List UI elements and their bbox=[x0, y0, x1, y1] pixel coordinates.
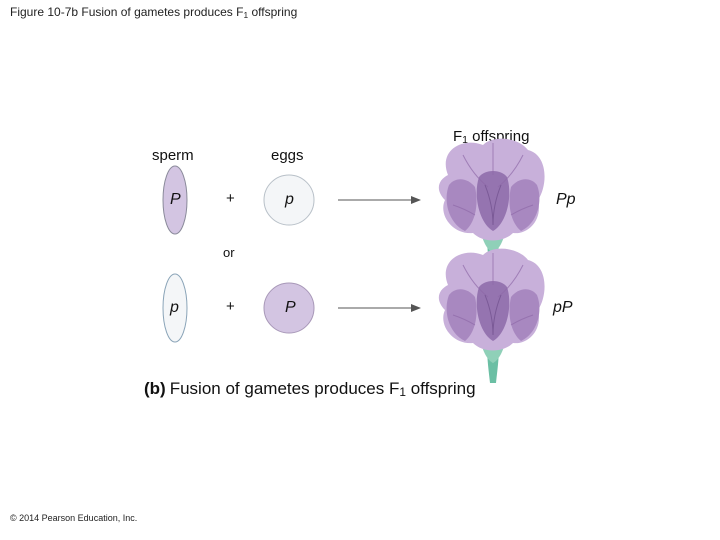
f1-offspring-label: F1 offspring bbox=[453, 128, 529, 146]
caption-text-end: offspring bbox=[405, 379, 476, 398]
f1-label-prefix: F bbox=[453, 128, 463, 145]
flower-icon-row2 bbox=[438, 248, 546, 384]
caption-text: Fusion of gametes produces F bbox=[169, 379, 400, 398]
sperm-label: sperm bbox=[152, 147, 194, 164]
sperm-cell-row1 bbox=[162, 165, 188, 235]
plus-sign-row2: + bbox=[226, 298, 235, 315]
offspring-genotype-row1: Pp bbox=[556, 191, 576, 208]
copyright-credit: © 2014 Pearson Education, Inc. bbox=[10, 513, 138, 523]
egg-cell-row1 bbox=[263, 174, 315, 226]
figure-title-end: offspring bbox=[248, 5, 298, 19]
figure-title: Figure 10-7b Fusion of gametes produces … bbox=[10, 5, 297, 20]
sperm-allele-row1: P bbox=[170, 191, 181, 208]
eggs-label: eggs bbox=[271, 147, 304, 164]
panel-letter: (b) bbox=[144, 379, 166, 398]
sperm-allele-row2: p bbox=[170, 299, 179, 316]
egg-allele-row2: P bbox=[285, 299, 296, 316]
figure-title-subscript: 1 bbox=[243, 10, 249, 20]
or-label: or bbox=[223, 245, 235, 260]
plus-sign-row1: + bbox=[226, 190, 235, 207]
f1-label-subscript: 1 bbox=[462, 134, 469, 146]
caption-subscript: 1 bbox=[399, 385, 406, 399]
f1-label-suffix: offspring bbox=[468, 128, 530, 145]
sperm-cell-row2 bbox=[162, 273, 188, 343]
figure-title-text: Figure 10-7b Fusion of gametes produces … bbox=[10, 5, 244, 19]
panel-caption: (b)Fusion of gametes produces F1 offspri… bbox=[144, 379, 476, 399]
egg-allele-row1: p bbox=[285, 191, 294, 208]
egg-cell-row2 bbox=[263, 282, 315, 334]
offspring-genotype-row2: pP bbox=[553, 299, 573, 316]
